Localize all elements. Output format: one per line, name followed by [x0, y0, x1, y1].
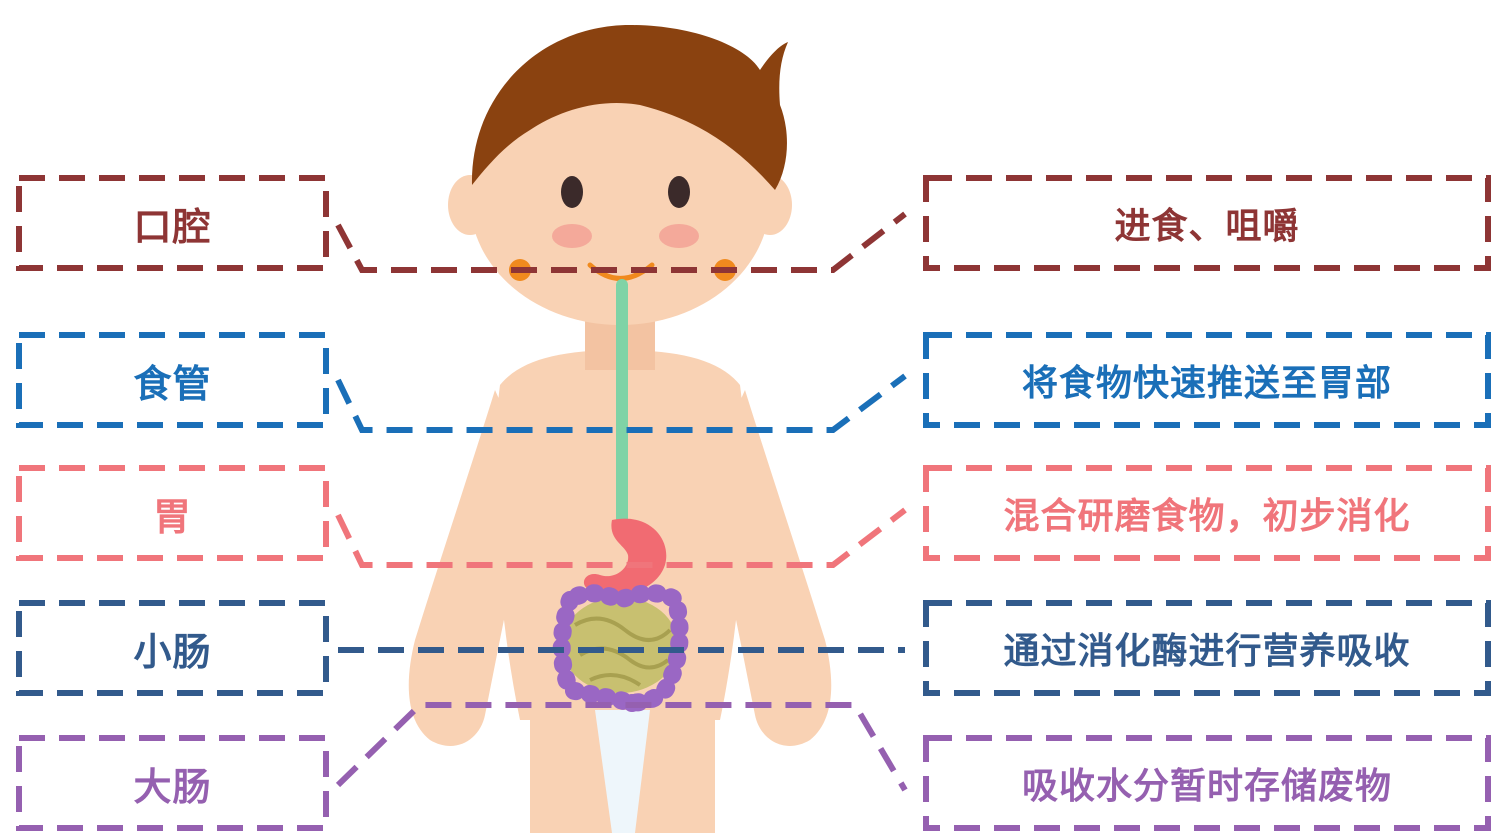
- label-esophagus-name: 食管: [19, 335, 326, 425]
- right-cheek: [659, 224, 699, 248]
- label-esophagus-function: 将食物快速推送至胃部: [926, 335, 1488, 425]
- label-stomach-function: 混合研磨食物，初步消化: [926, 468, 1488, 558]
- small-intestine-organ: [562, 597, 678, 693]
- label-mouth-function: 进食、咀嚼: [926, 178, 1488, 268]
- left-eye: [561, 176, 583, 208]
- right-eye: [668, 176, 690, 208]
- left-cheek: [552, 224, 592, 248]
- label-small-intestine-name: 小肠: [19, 603, 326, 693]
- label-small-intestine-function: 通过消化酶进行营养吸收: [926, 603, 1488, 693]
- label-large-intestine-name: 大肠: [19, 738, 326, 828]
- label-large-intestine-function: 吸收水分暂时存储废物: [926, 738, 1488, 828]
- label-stomach-name: 胃: [19, 468, 326, 558]
- label-mouth-name: 口腔: [19, 178, 326, 268]
